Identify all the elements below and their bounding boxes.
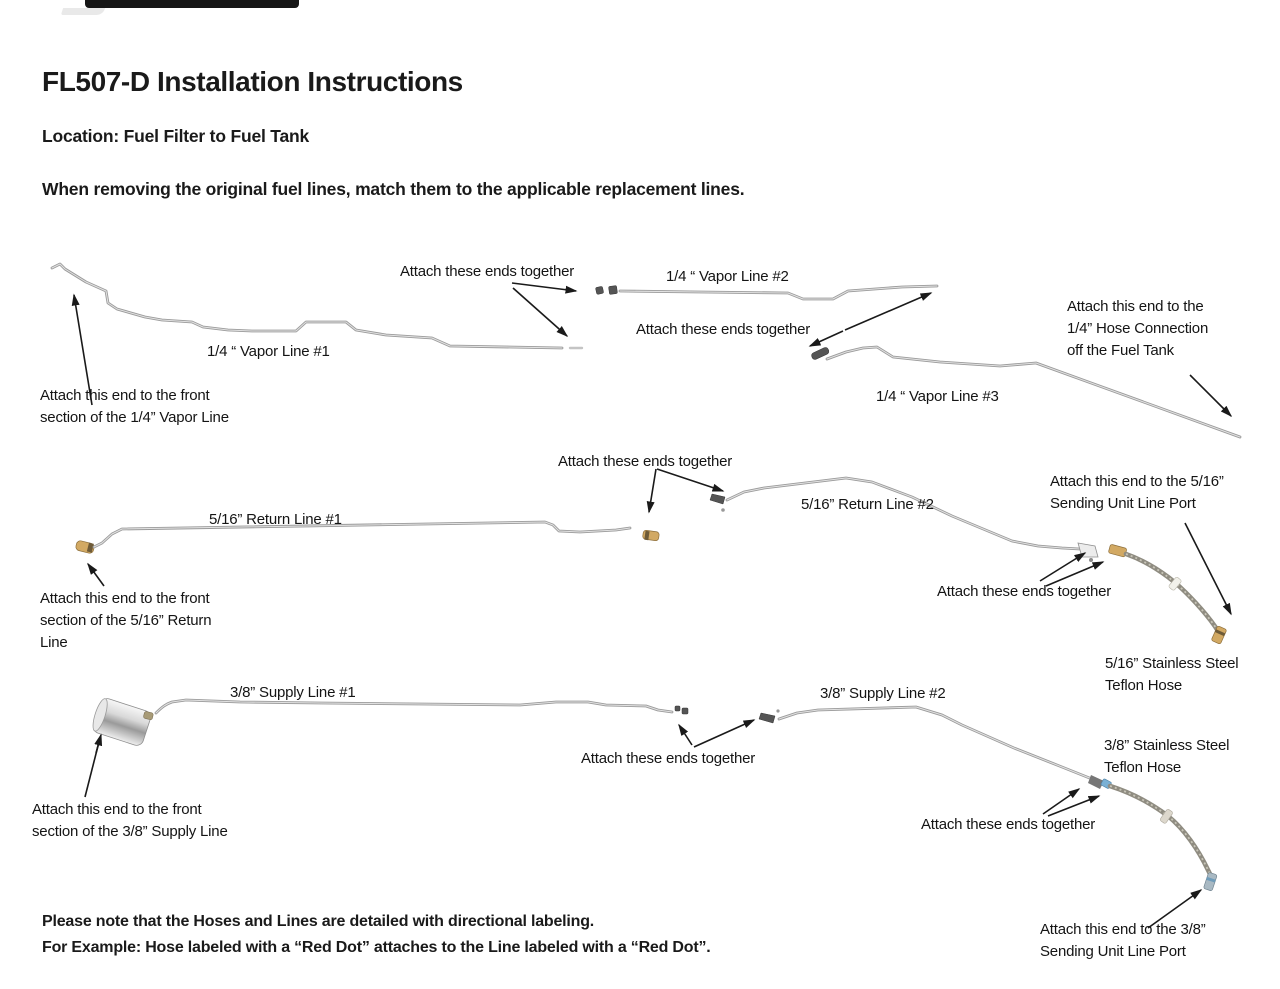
arrow-to-supply2-end	[1042, 788, 1081, 815]
fitting-band	[644, 530, 650, 541]
arrow-to-supply2-start	[693, 719, 756, 748]
attach-front-vapor-line1: Attach this end to the front	[40, 387, 210, 404]
attach-sending-38-callout: Attach this end to the 3/8” Sending Unit…	[1040, 919, 1206, 963]
page-title: FL507-D Installation Instructions	[42, 66, 463, 97]
hose-38-line2: Teflon Hose	[1104, 759, 1182, 776]
connector-clip	[681, 707, 689, 715]
attach-front-vapor-callout: Attach this end to the front section of …	[40, 385, 229, 429]
arrow-to-hose38-start	[1047, 795, 1101, 817]
attach-sending-516-line1: Attach this end to the 5/16”	[1050, 473, 1224, 490]
vapor-line-2-tube	[595, 284, 939, 301]
arrow-to-hose38-end	[1147, 889, 1203, 929]
vapor-line-3-tube	[811, 345, 1242, 439]
arrow-to-vapor2-start	[511, 282, 578, 294]
fuel-filter-illustration	[92, 698, 151, 746]
hose-38-line1: 3/8” Stainless Steel	[1104, 737, 1230, 754]
hose-band	[1160, 809, 1173, 824]
hose-band	[1168, 576, 1182, 591]
connector-clip	[811, 347, 830, 360]
fitting-band	[1214, 629, 1226, 637]
attach-together-label-supply-left: Attach these ends together	[581, 750, 756, 767]
arrow-to-tank-end	[1189, 374, 1233, 418]
clip-dot	[721, 508, 725, 512]
attach-together-label-return-right: Attach these ends together	[937, 583, 1112, 600]
attach-tank-line3: off the Fuel Tank	[1067, 342, 1174, 359]
clip-dot	[776, 709, 780, 713]
attach-front-supply-line1: Attach this end to the front	[32, 801, 202, 818]
arrow-to-return2-start	[656, 468, 725, 492]
vapor-line-1-tube	[50, 262, 584, 350]
supply-line-2-label: 3/8” Supply Line #2	[820, 685, 946, 702]
attach-tank-line1: Attach this end to the	[1067, 298, 1204, 315]
connector-clip	[758, 712, 776, 724]
teflon-hose-516	[1123, 551, 1227, 645]
return-line-2-label: 5/16” Return Line #2	[801, 496, 934, 513]
attach-together-label-vapor-mid: Attach these ends together	[636, 321, 811, 338]
attach-front-return-line1: Attach this end to the front	[40, 590, 210, 607]
vapor-line-1-label: 1/4 “ Vapor Line #1	[207, 343, 330, 360]
fitting-band	[1206, 876, 1216, 883]
arrow-to-supply1-end	[678, 723, 693, 746]
arrow-to-vapor2-end	[844, 292, 933, 331]
attach-sending-516-line2: Sending Unit Line Port	[1050, 495, 1196, 512]
attach-front-supply-line2: section of the 3/8” Supply Line	[32, 823, 228, 840]
attach-front-supply-callout: Attach this end to the front section of …	[32, 799, 228, 843]
supply-line-1-tube	[92, 698, 689, 746]
filter-outlet-fitting	[143, 711, 154, 720]
attach-sending-38-line2: Sending Unit Line Port	[1040, 943, 1186, 960]
attach-together-label-return-left: Attach these ends together	[558, 453, 733, 470]
teflon-hose-38	[1107, 783, 1218, 891]
arrow-to-supply1-start	[94, 733, 103, 754]
arrow-to-vapor3-start	[808, 330, 844, 347]
instruction-line: When removing the original fuel lines, m…	[42, 179, 745, 199]
hose-516-label: 5/16” Stainless Steel Teflon Hose	[1105, 653, 1239, 697]
union-fitting	[1088, 775, 1104, 789]
top-bar-decoration	[85, 0, 299, 8]
attach-sending-516-callout: Attach this end to the 5/16” Sending Uni…	[1050, 471, 1224, 515]
connector-clip	[674, 705, 681, 712]
attach-tank-line2: 1/4” Hose Connection	[1067, 320, 1209, 337]
connector-clip	[608, 285, 618, 295]
fitting-band	[86, 542, 94, 553]
vapor-line-3-label: 1/4 “ Vapor Line #3	[876, 388, 999, 405]
arrow-to-hose516-start	[1045, 561, 1105, 587]
return-line-1-label: 5/16” Return Line #1	[209, 511, 342, 528]
attach-front-return-line2: section of the 5/16” Return	[40, 612, 212, 629]
arrow-to-return1-start	[87, 562, 105, 587]
arrow-to-return2-end	[1039, 552, 1087, 582]
attach-together-label-supply-right: Attach these ends together	[921, 816, 1096, 833]
clip-dot	[1089, 558, 1093, 562]
hose-516-line1: 5/16” Stainless Steel	[1105, 655, 1239, 672]
connector-clip	[595, 286, 604, 295]
supply-line-1-label: 3/8” Supply Line #1	[230, 684, 356, 701]
arrow-to-vapor1-end	[512, 287, 569, 337]
location-line: Location: Fuel Filter to Fuel Tank	[42, 126, 310, 146]
arrow-to-hose516-end	[1184, 522, 1232, 616]
vapor-line-2-label: 1/4 “ Vapor Line #2	[666, 268, 789, 285]
connector-clip	[709, 493, 726, 505]
arrow-to-return1-end	[646, 468, 657, 514]
attach-front-return-callout: Attach this end to the front section of …	[40, 588, 212, 654]
attach-sending-38-line1: Attach this end to the 3/8”	[1040, 921, 1206, 938]
attach-front-return-line3: Line	[40, 634, 68, 651]
attach-front-vapor-line2: section of the 1/4” Vapor Line	[40, 409, 229, 426]
callout-arrows	[71, 282, 1233, 929]
supply-line-2-tube	[758, 705, 1112, 789]
attach-together-label-vapor-top: Attach these ends together	[400, 263, 575, 280]
attach-tank-callout: Attach this end to the 1/4” Hose Connect…	[1067, 296, 1208, 362]
arrow-to-vapor1-start	[71, 293, 93, 406]
footer-note-line1: Please note that the Hoses and Lines are…	[42, 913, 595, 930]
footer-note-line2: For Example: Hose labeled with a “Red Do…	[42, 939, 711, 956]
brass-fitting	[1211, 625, 1227, 645]
hose-516-line2: Teflon Hose	[1105, 677, 1183, 694]
return-line-1-tube	[75, 520, 660, 554]
steel-end-fitting	[1203, 872, 1218, 891]
hose-38-label: 3/8” Stainless Steel Teflon Hose	[1104, 735, 1229, 779]
